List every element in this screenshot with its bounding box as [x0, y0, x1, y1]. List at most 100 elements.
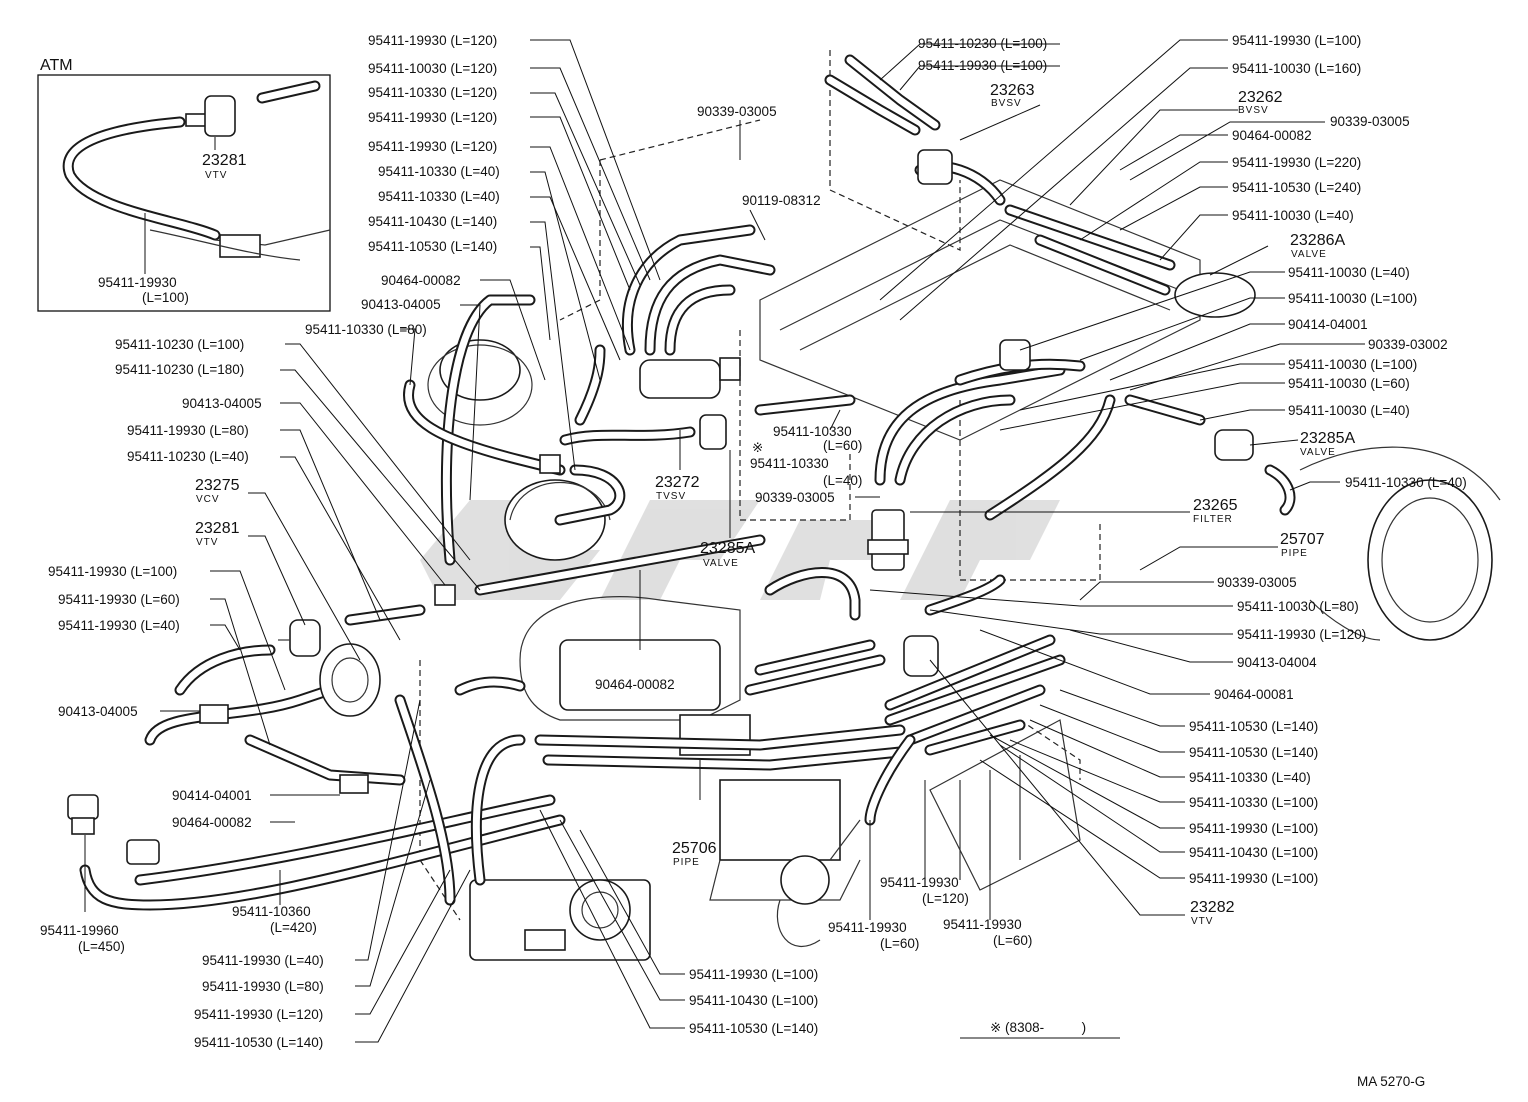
valve-center-sub: VALVE: [703, 558, 739, 569]
label-bl2-hose-len: (L=420): [270, 920, 317, 935]
label-left-16: 95411-19930 (L=80): [127, 423, 249, 438]
vtv-23282-number: 23282: [1190, 899, 1235, 916]
bottom-labels: 95411-19930 (L=40) 95411-19930 (L=80) 95…: [194, 953, 818, 1050]
label-bc2-num: 95411-19930: [828, 920, 907, 935]
label-center-90339: 90339-03005: [755, 490, 835, 505]
label-center-len-a: (L=60): [823, 438, 862, 453]
label-left-9: 95411-10530 (L=140): [368, 239, 497, 254]
valve-23286a-number: 23286A: [1290, 232, 1345, 249]
label-bottom-4: 95411-10530 (L=140): [194, 1035, 323, 1050]
label-bottom-6: 95411-10430 (L=100): [689, 993, 818, 1008]
vtv-23282-component: [903, 635, 939, 677]
bvsv-23262-number: 23262: [1238, 89, 1283, 106]
label-right-13: 90339-03002: [1368, 337, 1448, 352]
label-left-17: 95411-10230 (L=40): [127, 449, 249, 464]
label-right-15: 95411-10030 (L=60): [1288, 376, 1410, 391]
part-callouts: 23275 VCV 23281 VTV 23272 TVSV 23285A VA…: [195, 82, 1355, 927]
label-left-13: 95411-10230 (L=100): [115, 337, 244, 352]
label-right-26: 95411-10330 (L=100): [1189, 795, 1318, 810]
filter-number: 23265: [1193, 497, 1238, 514]
label-center-len-b: (L=40): [823, 473, 862, 488]
label-bc3-len: (L=60): [993, 933, 1032, 948]
label-center-90464: 90464-00082: [595, 677, 675, 692]
label-right-22: 90464-00081: [1214, 687, 1294, 702]
label-right-29: 95411-19930 (L=100): [1189, 871, 1318, 886]
label-left-23: 90464-00082: [172, 815, 252, 830]
label-right-8: 95411-10530 (L=240): [1232, 180, 1361, 195]
misc-labels: 90339-03005 90119-08312 ※ 95411-10330 (L…: [40, 104, 1032, 954]
label-bottom-1: 95411-19930 (L=40): [202, 953, 324, 968]
label-bottom-7: 95411-10530 (L=140): [689, 1021, 818, 1036]
label-right-19: 95411-10030 (L=80): [1237, 599, 1359, 614]
label-left-18: 95411-19930 (L=100): [48, 564, 177, 579]
label-center-mark: ※: [752, 440, 763, 455]
footnote: ※ (8308- ): [990, 1020, 1086, 1035]
label-right-27: 95411-19930 (L=100): [1189, 821, 1318, 836]
label-left-7: 95411-10330 (L=40): [378, 189, 500, 204]
label-right-7: 95411-19930 (L=220): [1232, 155, 1361, 170]
inset-vtv-body: [204, 95, 236, 137]
valve-23285a-right-component: [1214, 429, 1254, 461]
label-right-2: 95411-19930 (L=100): [918, 58, 1047, 73]
valve-23285a-right-sub: VALVE: [1300, 447, 1336, 458]
tvsv-sub: TVSV: [656, 491, 686, 502]
label-left-4: 95411-19930 (L=120): [368, 110, 497, 125]
label-right-20: 95411-19930 (L=120): [1237, 627, 1366, 642]
label-right-18: 90339-03005: [1217, 575, 1297, 590]
label-right-3: 95411-19930 (L=100): [1232, 33, 1361, 48]
label-bottom-3: 95411-19930 (L=120): [194, 1007, 323, 1022]
label-left-2: 95411-10030 (L=120): [368, 61, 497, 76]
label-right-6: 90464-00082: [1232, 128, 1312, 143]
filter-sub: FILTER: [1193, 514, 1233, 525]
left-labels: 95411-19930 (L=120) 95411-10030 (L=120) …: [48, 33, 500, 830]
check-valve-bottom-left: [67, 794, 160, 865]
filter-23265-component: [867, 509, 909, 571]
pipe-25706-sub: PIPE: [673, 857, 700, 868]
inset-vtv-number: 23281: [202, 152, 247, 169]
label-left-14: 95411-10230 (L=180): [115, 362, 244, 377]
label-bottom-2: 95411-19930 (L=80): [202, 979, 324, 994]
vtv-left-number: 23281: [195, 520, 240, 537]
label-left-15: 90413-04005: [182, 396, 262, 411]
label-left-21: 90413-04005: [58, 704, 138, 719]
vtv-23281-component: [278, 619, 321, 657]
label-right-28: 95411-10430 (L=100): [1189, 845, 1318, 860]
valve-23286a-sub: VALVE: [1291, 249, 1327, 260]
bvsv-23263-component: [917, 149, 953, 185]
pipe-25707-sub: PIPE: [1281, 548, 1308, 559]
label-bl-hose-len: (L=450): [78, 939, 125, 954]
vtv-left-sub: VTV: [196, 537, 218, 548]
label-bc3-num: 95411-19930: [943, 917, 1022, 932]
label-left-12: 95411-10330 (L=80): [305, 322, 427, 337]
label-right-12: 90414-04001: [1288, 317, 1368, 332]
figure-code: MA 5270-G: [1357, 1074, 1425, 1089]
bvsv-23263-sub: BVSV: [991, 98, 1022, 109]
valve-23286a-component: [999, 339, 1031, 371]
inset-hose-length: (L=100): [142, 290, 189, 305]
right-labels: 95411-10230 (L=100) 95411-19930 (L=100) …: [918, 33, 1467, 886]
engine-illustration: [67, 50, 1501, 961]
label-left-8: 95411-10430 (L=140): [368, 214, 497, 229]
label-top-90119: 90119-08312: [742, 193, 821, 208]
label-right-23: 95411-10530 (L=140): [1189, 719, 1318, 734]
label-bl2-hose-num: 95411-10360: [232, 904, 311, 919]
label-bottom-5: 95411-19930 (L=100): [689, 967, 818, 982]
label-center-hose-b: 95411-10330: [750, 456, 829, 471]
inset-hose-number: 95411-19930: [98, 275, 177, 290]
label-left-5: 95411-19930 (L=120): [368, 139, 497, 154]
leader-lines: [84, 39, 1365, 1043]
label-right-25: 95411-10330 (L=40): [1189, 770, 1311, 785]
label-right-10: 95411-10030 (L=40): [1288, 265, 1410, 280]
label-left-1: 95411-19930 (L=120): [368, 33, 497, 48]
label-right-4: 95411-10030 (L=160): [1232, 61, 1361, 76]
label-left-22: 90414-04001: [172, 788, 252, 803]
atm-title: ATM: [40, 57, 73, 74]
label-right-5: 90339-03005: [1330, 114, 1410, 129]
vtv-23282-sub: VTV: [1191, 916, 1213, 927]
label-right-17: 95411-10330 (L=40): [1345, 475, 1467, 490]
label-right-1: 95411-10230 (L=100): [918, 36, 1047, 51]
vcv-sub: VCV: [196, 494, 220, 505]
pipe-25706-number: 25706: [672, 840, 717, 857]
pipe-25707-number: 25707: [1280, 531, 1325, 548]
